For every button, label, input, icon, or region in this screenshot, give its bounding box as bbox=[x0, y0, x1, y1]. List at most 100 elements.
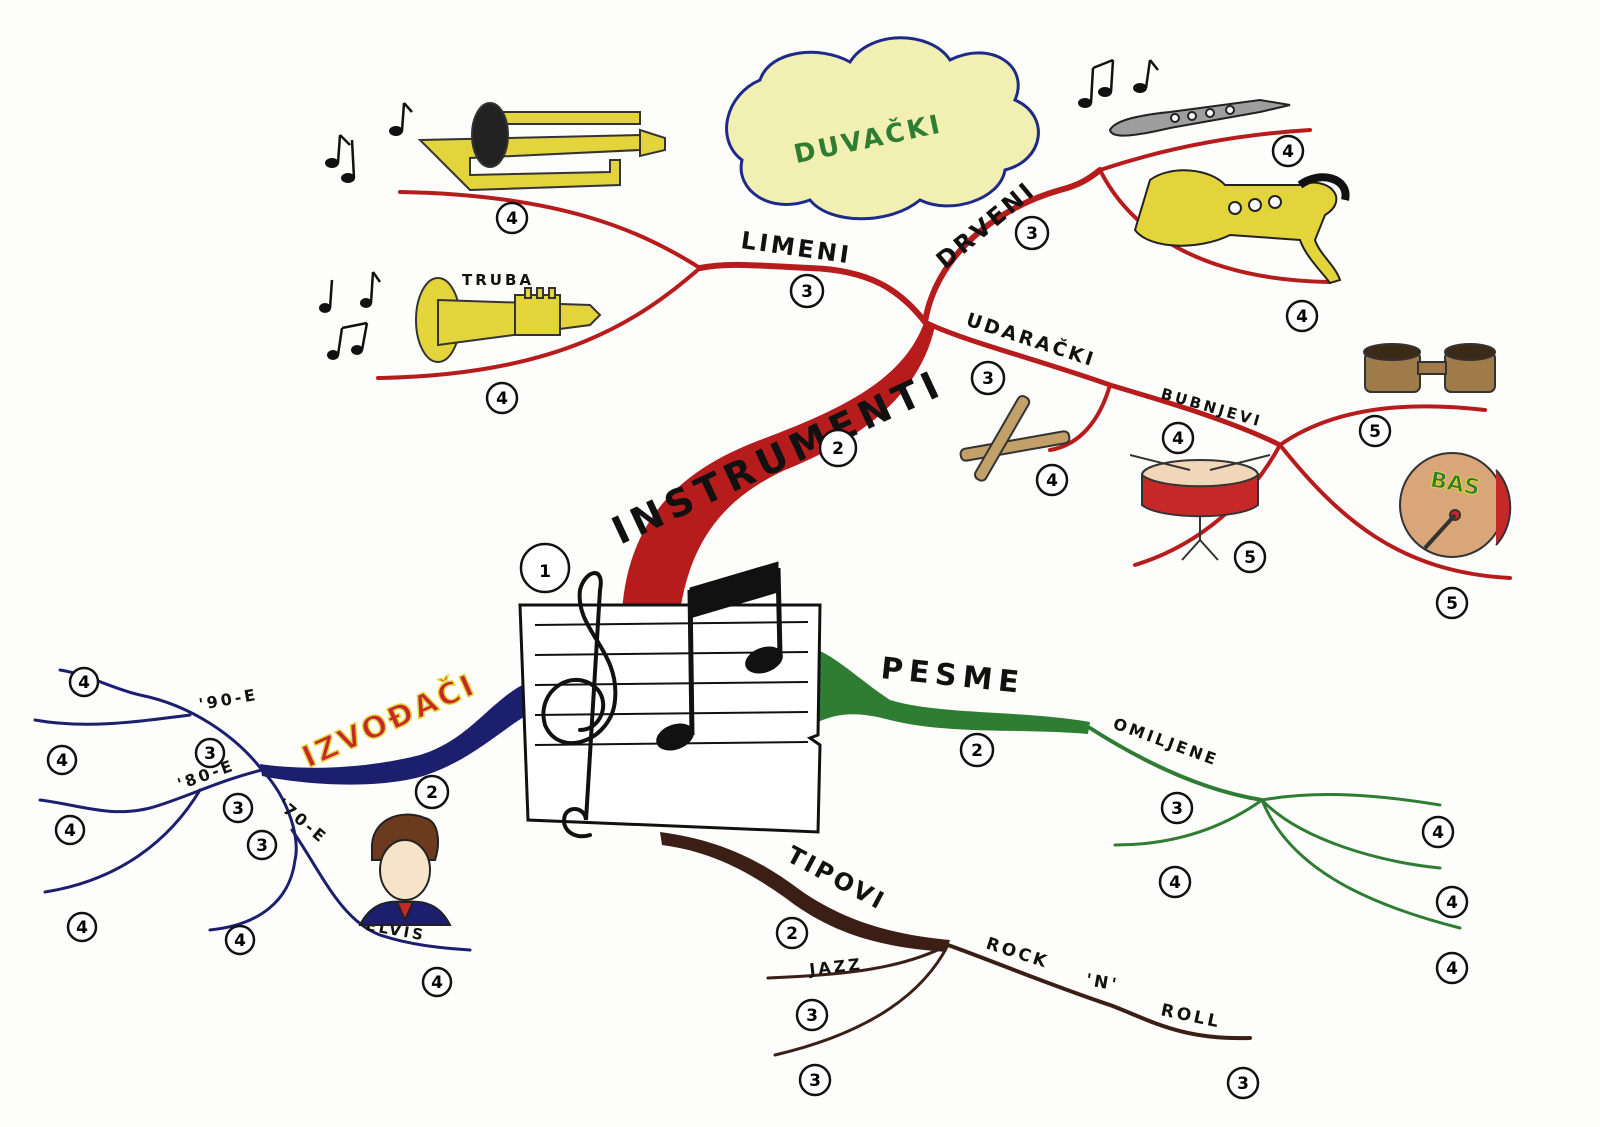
level-marker: 3 bbox=[970, 360, 1006, 396]
level-marker-number: 3 bbox=[1171, 799, 1183, 819]
level-marker-circle bbox=[795, 998, 829, 1032]
level-marker-circle bbox=[495, 201, 529, 235]
level-marker-number: 4 bbox=[1169, 873, 1181, 893]
level-marker-number: 4 bbox=[1282, 142, 1294, 162]
level-marker-circle bbox=[1014, 215, 1050, 251]
level-marker-circle bbox=[1285, 299, 1319, 333]
level-marker-circle bbox=[54, 814, 86, 846]
level-marker-circle bbox=[1161, 421, 1195, 455]
branch-omiljene bbox=[1088, 726, 1264, 802]
level-marker-number: 4 bbox=[56, 751, 68, 771]
level-marker: 2 bbox=[414, 774, 450, 810]
level-marker-circle bbox=[1271, 134, 1305, 168]
branch-limeni bbox=[697, 261, 928, 325]
level-marker-number: 3 bbox=[982, 369, 994, 389]
level-marker-number: 4 bbox=[76, 918, 88, 938]
branch-trombon bbox=[398, 190, 702, 270]
branch-jazz bbox=[766, 943, 950, 980]
branch-omiljene-leaf-2 bbox=[1113, 798, 1264, 847]
level-marker: 3 bbox=[789, 273, 825, 309]
level-marker-circle bbox=[224, 924, 256, 956]
drumsticks-icon bbox=[959, 395, 1071, 482]
branch-truba bbox=[376, 266, 702, 380]
branch-elvis bbox=[290, 828, 472, 952]
branch-klarinet bbox=[1098, 128, 1312, 172]
level-marker-number: 4 bbox=[1446, 959, 1458, 979]
trumpet-icon bbox=[415, 277, 602, 363]
branch-90e-leaf bbox=[33, 713, 192, 726]
central-image bbox=[518, 561, 822, 839]
branch-izvodjaci-trunk bbox=[260, 682, 532, 785]
level-marker-circle bbox=[959, 732, 995, 768]
cloud-shape bbox=[725, 36, 1040, 221]
branch-bubnjevi bbox=[1107, 382, 1283, 448]
level-marker-circle bbox=[1435, 885, 1469, 919]
elvis-portrait-icon bbox=[358, 813, 452, 926]
level-marker: 4 bbox=[1158, 865, 1192, 899]
branch-omiljene-leaf-1 bbox=[1260, 793, 1442, 807]
eighth-notes-icon bbox=[656, 561, 783, 751]
level-marker: 5 bbox=[1233, 540, 1267, 574]
level-marker-number: 2 bbox=[786, 924, 798, 944]
level-marker-circle bbox=[485, 381, 519, 415]
level-marker-number: 3 bbox=[809, 1071, 821, 1091]
level-marker-circle bbox=[970, 360, 1006, 396]
music-notes-icon bbox=[319, 58, 1159, 360]
level-marker: 4 bbox=[1285, 299, 1319, 333]
level-marker-number: 5 bbox=[1244, 548, 1256, 568]
level-marker-number: 3 bbox=[1026, 224, 1038, 244]
level-marker: 4 bbox=[68, 666, 100, 698]
level-marker-circle bbox=[66, 911, 98, 943]
level-marker-number: 3 bbox=[232, 799, 244, 819]
level-marker: 4 bbox=[66, 911, 98, 943]
level-marker-number: 1 bbox=[539, 562, 551, 582]
label-pesme: PESME bbox=[879, 651, 1026, 701]
level-marker-number: 4 bbox=[1046, 471, 1058, 491]
level-marker: 4 bbox=[1271, 134, 1305, 168]
level-marker: 4 bbox=[1435, 951, 1469, 985]
trombone-icon bbox=[417, 102, 666, 192]
level-marker-number: 4 bbox=[64, 821, 76, 841]
level-marker-number: 5 bbox=[1369, 422, 1381, 442]
level-marker-number: 4 bbox=[234, 931, 246, 951]
clarinet-icon bbox=[1108, 98, 1291, 137]
level-marker: 2 bbox=[959, 732, 995, 768]
duvacki-cloud: DUVAČKI bbox=[725, 36, 1040, 221]
level-marker-number: 4 bbox=[1446, 893, 1458, 913]
level-marker-circle bbox=[798, 1063, 832, 1097]
branch-drveni bbox=[922, 167, 1103, 325]
level-marker-circle bbox=[1421, 815, 1455, 849]
label-jazz: JAZZ bbox=[807, 954, 863, 979]
bass-drum-icon: BAS bbox=[1399, 452, 1512, 558]
branch-stapici bbox=[1048, 383, 1112, 452]
level-marker: 1 bbox=[519, 542, 571, 594]
level-marker-number: 4 bbox=[496, 389, 508, 409]
branch-udaracki bbox=[922, 319, 1113, 388]
level-marker: 4 bbox=[224, 924, 256, 956]
level-marker-circle bbox=[789, 273, 825, 309]
level-marker: 3 bbox=[798, 1063, 832, 1097]
snare-drum-icon bbox=[1129, 454, 1271, 561]
level-marker-circle bbox=[1158, 865, 1192, 899]
branch-tipovi bbox=[660, 832, 1252, 1057]
level-marker-circle bbox=[1358, 414, 1392, 448]
level-marker-number: 2 bbox=[971, 741, 983, 761]
branch-instrumenti bbox=[376, 128, 1512, 612]
branch-bongos bbox=[1278, 404, 1487, 447]
level-marker: 4 bbox=[46, 744, 78, 776]
level-marker-circle bbox=[1435, 951, 1469, 985]
level-marker-circle bbox=[818, 428, 858, 468]
branch-omiljene-leaf-3 bbox=[1260, 798, 1442, 870]
level-marker-number: 4 bbox=[1296, 307, 1308, 327]
level-marker-number: 5 bbox=[1446, 594, 1458, 614]
level-marker-number: 3 bbox=[806, 1006, 818, 1026]
level-marker-circle bbox=[1160, 791, 1194, 825]
label-70e: '70-E bbox=[273, 795, 331, 848]
branch-80e-leaf bbox=[43, 788, 202, 894]
level-marker-number: 4 bbox=[431, 973, 443, 993]
level-marker-circle bbox=[519, 542, 571, 594]
level-marker: 5 bbox=[1435, 586, 1469, 620]
branch-70e bbox=[208, 768, 298, 932]
